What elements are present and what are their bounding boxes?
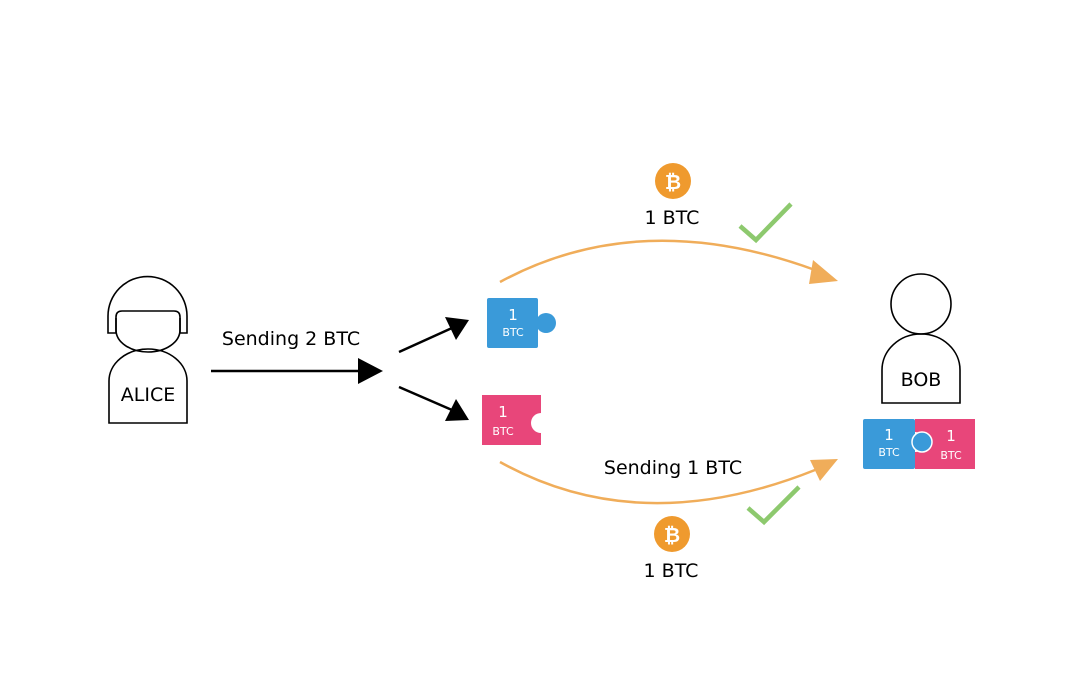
- puzzle-piece-icon: [863, 419, 933, 469]
- bob-pink-unit: BTC: [940, 449, 962, 462]
- bottom-amount-label: 1 BTC: [644, 560, 699, 582]
- check-icon: [738, 202, 793, 244]
- bitcoin-icon: [655, 163, 691, 199]
- puzzle-piece-icon: [487, 298, 556, 348]
- alice-label: ALICE: [121, 384, 175, 406]
- bob-label: BOB: [901, 369, 942, 391]
- pink-piece-amount: 1: [498, 403, 508, 421]
- bob-blue-unit: BTC: [878, 446, 900, 459]
- bob-blue-amount: 1: [884, 426, 894, 444]
- check-icon: [746, 485, 801, 526]
- sending-2-btc-label: Sending 2 BTC: [222, 328, 360, 350]
- main-arrow: [211, 358, 383, 384]
- top-transfer-arrow: [499, 239, 838, 284]
- split-arrow-down: [398, 385, 469, 421]
- pink-puzzle-piece: 1 BTC: [482, 395, 541, 445]
- bob-figure: BOB: [881, 273, 961, 404]
- svg-text:₿: ₿: [664, 523, 680, 547]
- top-amount-label: 1 BTC: [645, 207, 700, 229]
- bob-wallet: 1 BTC 1 BTC: [863, 419, 975, 469]
- blue-puzzle-piece: 1 BTC: [487, 298, 556, 348]
- alice-figure: ALICE: [107, 275, 188, 424]
- split-arrow-up: [398, 317, 469, 354]
- puzzle-piece-icon: [482, 395, 541, 445]
- bottom-transfer-arrow: [499, 459, 838, 505]
- person-icon: [881, 273, 961, 404]
- pink-piece-unit: BTC: [492, 425, 514, 438]
- bob-pink-amount: 1: [946, 427, 956, 445]
- bitcoin-icon: [654, 516, 690, 552]
- puzzle-piece-icon: [915, 419, 975, 469]
- blue-piece-amount: 1: [508, 306, 518, 324]
- bottom-bitcoin-icon: ₿: [654, 516, 690, 552]
- sending-1-btc-label: Sending 1 BTC: [604, 457, 742, 479]
- alice-icon: [107, 275, 188, 424]
- blue-piece-unit: BTC: [502, 326, 524, 339]
- svg-text:₿: ₿: [665, 170, 681, 194]
- top-bitcoin-icon: ₿: [655, 163, 691, 199]
